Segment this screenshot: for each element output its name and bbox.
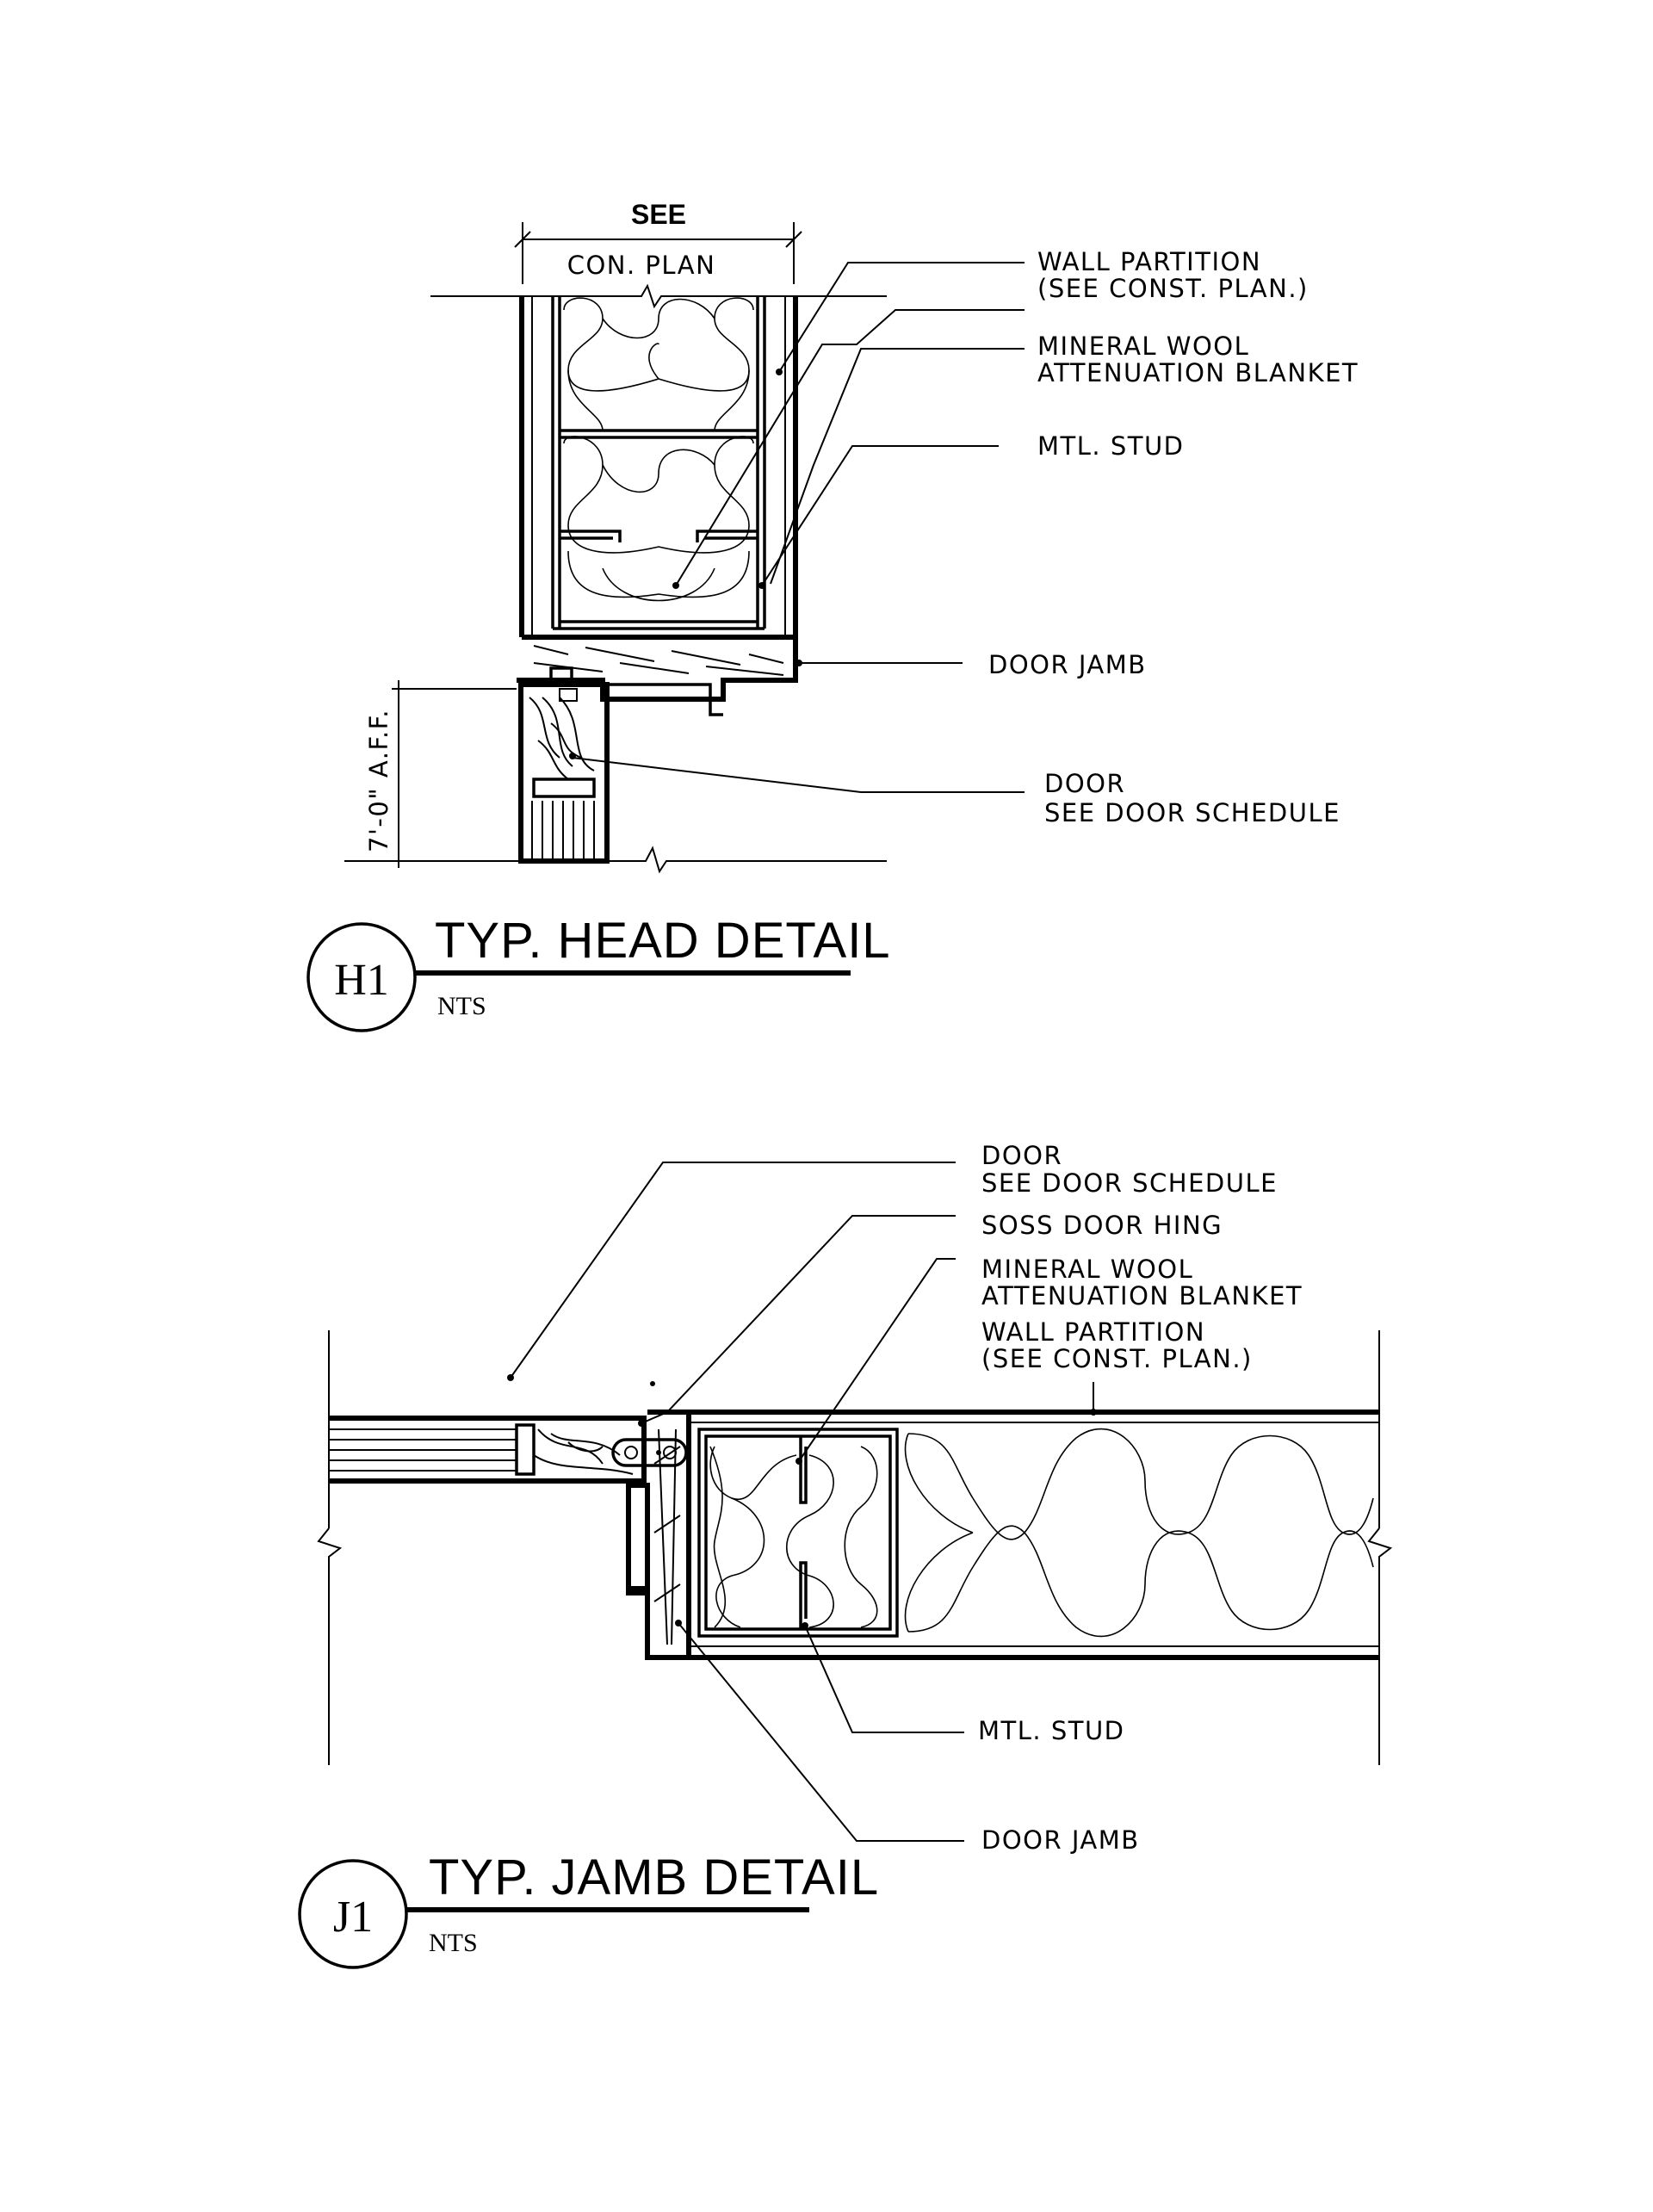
head-dimension-label-top: SEE	[631, 199, 686, 230]
jamb-callout-wall-partition-2: (SEE CONST. PLAN.)	[981, 1344, 1253, 1373]
head-dimension: SEE CON. PLAN	[514, 199, 802, 284]
head-callout-door-2: SEE DOOR SCHEDULE	[1044, 798, 1340, 827]
jamb-detail-tag: J1	[333, 1893, 373, 1942]
head-height-dimension: 7'-0" A.F.F.	[364, 680, 517, 868]
jamb-callout-wall-partition-1: WALL PARTITION	[981, 1317, 1205, 1347]
jamb-detail-scale: NTS	[429, 1929, 478, 1957]
head-detail-tag: H1	[334, 956, 389, 1005]
head-callout-wall-partition-2: (SEE CONST. PLAN.)	[1037, 274, 1309, 303]
jamb-title-block: J1 TYP. JAMB DETAIL NTS	[298, 1850, 879, 1969]
head-callouts: WALL PARTITION (SEE CONST. PLAN.) MINERA…	[988, 247, 1359, 827]
head-height-label: 7'-0" A.F.F.	[364, 709, 393, 852]
jamb-detail-title: TYP. JAMB DETAIL	[429, 1850, 879, 1905]
head-break-line-top	[430, 283, 887, 309]
head-leaders	[569, 262, 1025, 793]
jamb-leaders	[507, 1162, 1097, 1842]
jamb-callout-door-1: DOOR	[981, 1141, 1062, 1170]
head-detail-scale: NTS	[437, 992, 486, 1020]
head-door-jamb	[517, 635, 798, 716]
head-detail-tag-circle	[306, 922, 417, 1032]
jamb-mineral-wool	[709, 1428, 1374, 1638]
head-callout-stud: MTL. STUD	[1037, 431, 1185, 461]
head-callout-door-1: DOOR	[1044, 769, 1125, 798]
head-title-block: H1 TYP. HEAD DETAIL NTS	[306, 913, 891, 1032]
jamb-callout-mineral-wool-1: MINERAL WOOL	[981, 1255, 1193, 1284]
jamb-callout-mineral-wool-2: ATTENUATION BLANKET	[981, 1281, 1303, 1310]
jamb-detail-tag-circle	[298, 1859, 408, 1969]
jamb-door	[329, 1416, 647, 1484]
head-mineral-wool	[563, 297, 754, 602]
head-callout-wall-partition-1: WALL PARTITION	[1037, 247, 1261, 276]
head-door	[518, 682, 610, 864]
jamb-wall-partition	[689, 1410, 1379, 1660]
jamb-callouts: DOOR SEE DOOR SCHEDULE SOSS DOOR HING MI…	[978, 1141, 1303, 1855]
head-wall-partition	[519, 296, 798, 637]
jamb-callout-stud: MTL. STUD	[978, 1716, 1125, 1745]
head-callout-door-jamb: DOOR JAMB	[988, 650, 1147, 679]
jamb-detail: DOOR SEE DOOR SCHEDULE SOSS DOOR HING MI…	[298, 1141, 1393, 1969]
head-break-line-bottom	[344, 846, 887, 874]
head-callout-mineral-wool-1: MINERAL WOOL	[1037, 331, 1249, 361]
jamb-callout-door-jamb: DOOR JAMB	[981, 1825, 1140, 1855]
head-detail-title: TYP. HEAD DETAIL	[435, 913, 891, 969]
head-dimension-label-bottom: CON. PLAN	[567, 251, 716, 280]
jamb-callout-door-2: SEE DOOR SCHEDULE	[981, 1168, 1278, 1198]
head-callout-mineral-wool-2: ATTENUATION BLANKET	[1037, 358, 1359, 387]
jamb-door-jamb	[626, 1410, 691, 1660]
jamb-callout-hinge: SOSS DOOR HING	[981, 1211, 1223, 1240]
head-detail: SEE CON. PLAN	[306, 199, 1359, 1032]
